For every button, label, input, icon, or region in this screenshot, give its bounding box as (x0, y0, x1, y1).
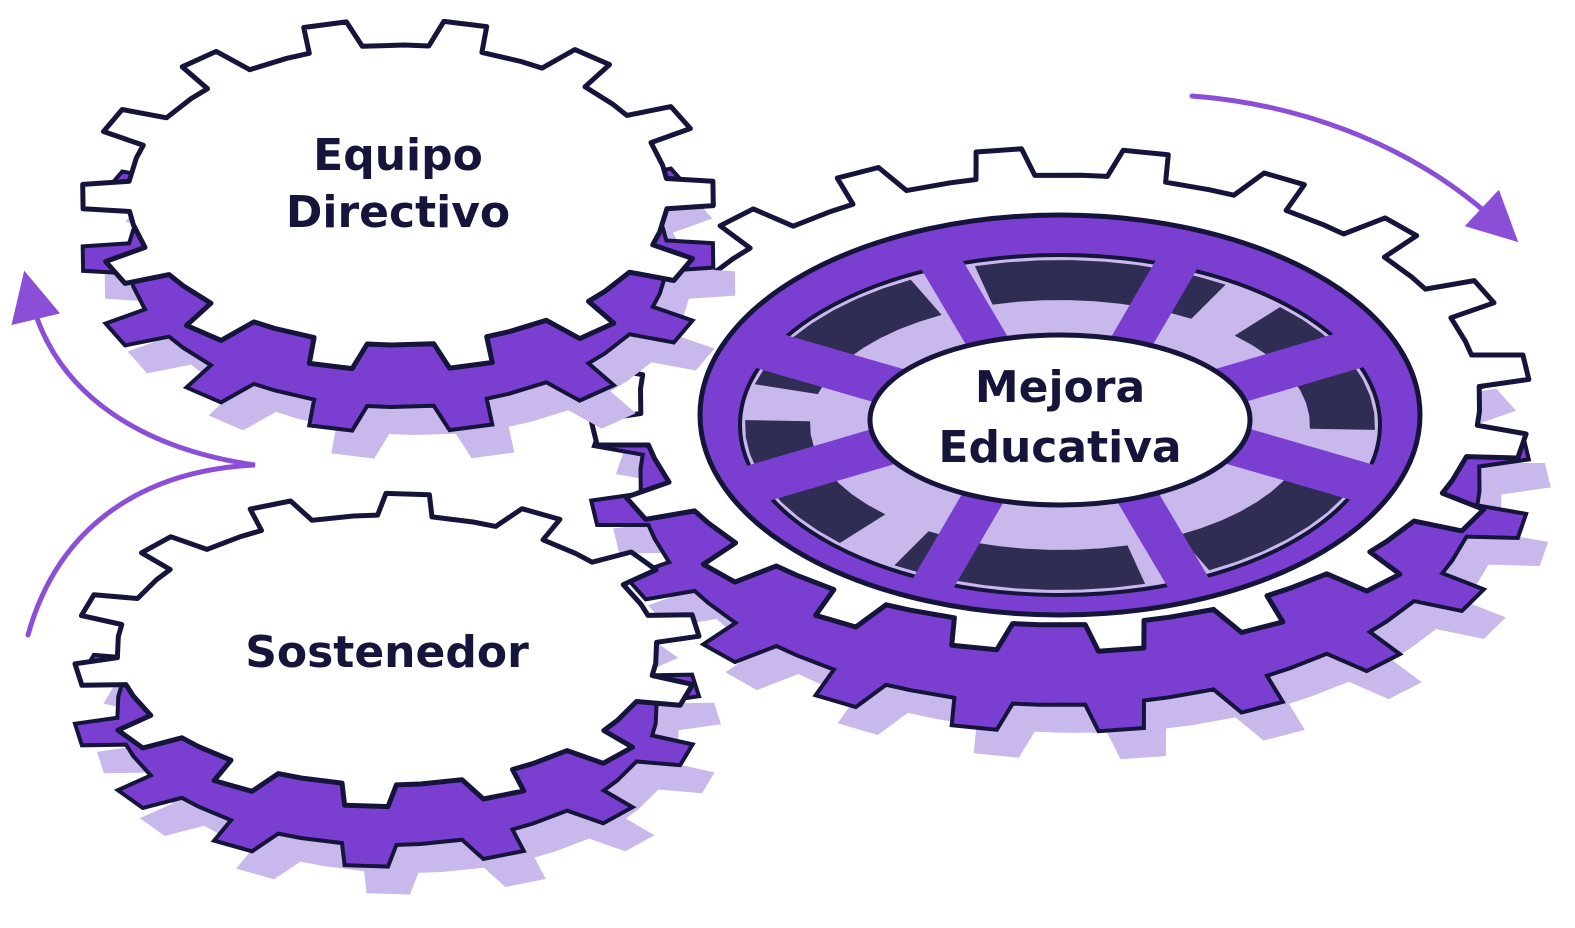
gear-label-equipo-line1: Equipo (313, 130, 483, 181)
gear-label-equipo-line2: Directivo (286, 187, 510, 238)
hub-spoke (735, 323, 904, 408)
gear-hub (697, 212, 1423, 618)
gear-label-mejora-line1: Mejora (975, 362, 1145, 413)
hub-center (867, 332, 1253, 508)
gear-equipo-directivo: Equipo Directivo (80, 18, 736, 459)
gear-label-sostenedor: Sostenedor (245, 627, 529, 678)
hub-spoke (1215, 322, 1385, 408)
hub-spoke (735, 422, 905, 508)
gear-face (72, 490, 702, 810)
hub-spoke (909, 229, 1010, 361)
curved-arrow-up-icon (11, 270, 256, 638)
gear-label-mejora-line2: Educativa (938, 422, 1181, 473)
gear-face (80, 18, 716, 372)
curved-arrow-down-icon (1189, 93, 1519, 243)
gear-sostenedor: Sostenedor (72, 490, 721, 895)
hub-spoke (1109, 229, 1209, 361)
hub-spoke (1216, 422, 1385, 507)
